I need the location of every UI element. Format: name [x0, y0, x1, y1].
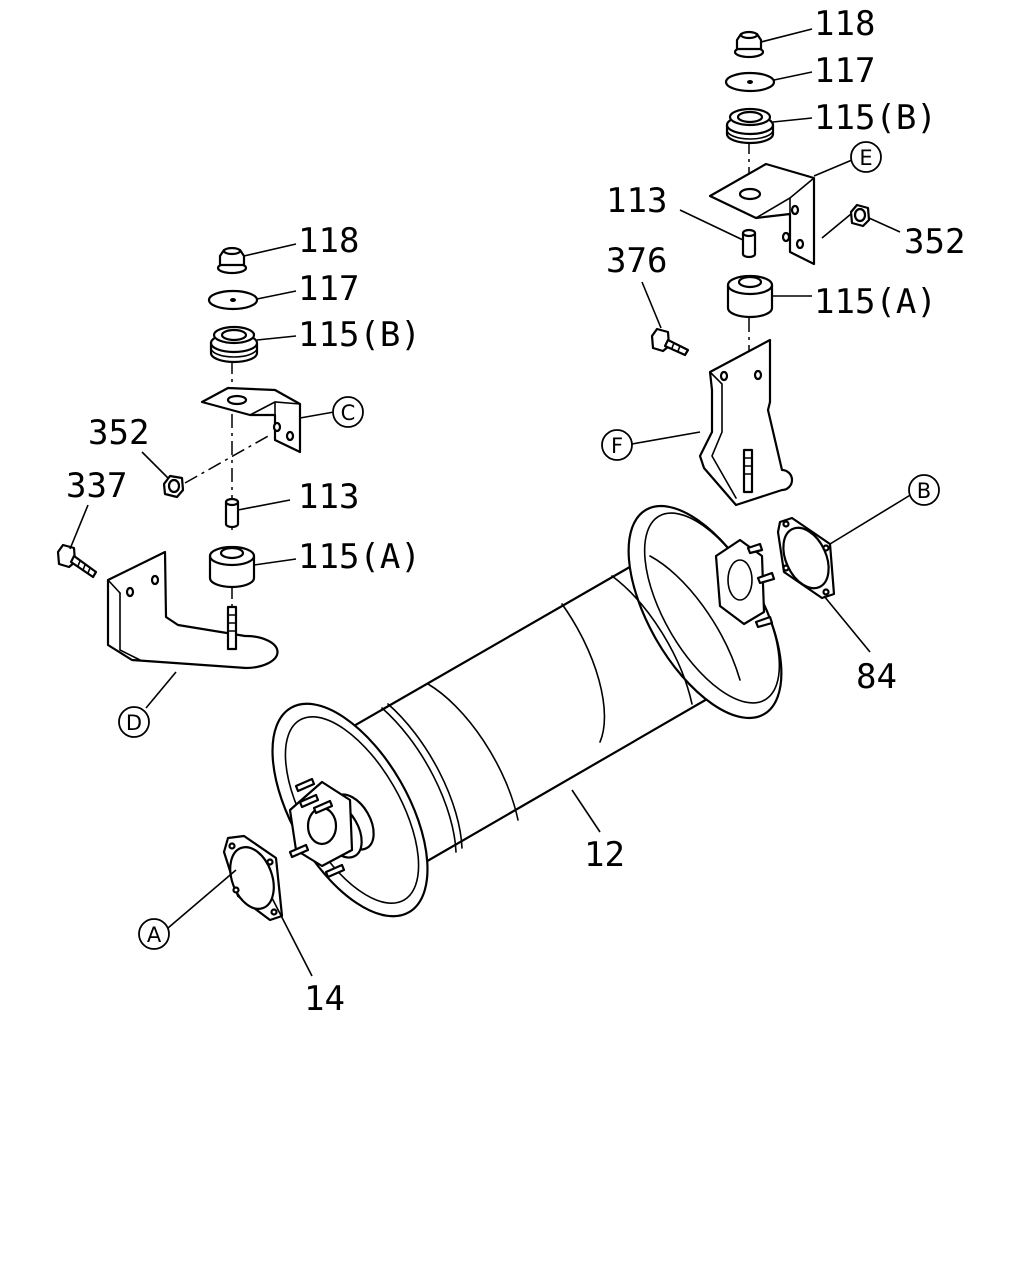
- right-lower-bracket-f: [698, 338, 794, 507]
- label-left-118: 118: [298, 221, 359, 261]
- right-mount-labels: 118 117 115(B) E 352 113 376 115(A) F: [601, 4, 965, 461]
- label-right-115a: 115(A): [814, 282, 937, 322]
- left-bolt-337: [56, 543, 98, 579]
- label-right-352: 352: [904, 222, 965, 262]
- label-right-376: 376: [606, 241, 667, 281]
- label-left-352: 352: [88, 413, 149, 453]
- left-flange-nut-118: [216, 246, 248, 275]
- ref-c: C: [341, 401, 356, 425]
- left-lower-rubber-115A: [208, 545, 256, 589]
- ref-f: F: [611, 434, 623, 458]
- ref-e: E: [859, 146, 872, 170]
- muffler-labels: 12 14 A B 84: [138, 474, 940, 1019]
- left-collar-113: [224, 497, 240, 529]
- ref-b: B: [917, 479, 931, 503]
- right-collar-113: [741, 228, 757, 259]
- left-mount-assembly: [56, 246, 302, 670]
- right-upper-bracket-e: [708, 162, 816, 266]
- outlet-gasket-84: [776, 516, 836, 600]
- inlet-gasket-14: [222, 834, 284, 922]
- left-washer-117: [207, 289, 259, 311]
- label-14: 14: [304, 979, 345, 1019]
- outlet-studs: [746, 542, 776, 629]
- label-left-117: 117: [298, 269, 359, 309]
- left-upper-rubber-115B: [209, 325, 259, 364]
- label-84: 84: [856, 657, 897, 697]
- label-left-115a: 115(A): [298, 537, 421, 577]
- label-12: 12: [584, 835, 625, 875]
- ref-d: D: [126, 711, 142, 735]
- right-mount-assembly: [650, 30, 871, 507]
- label-right-117: 117: [814, 51, 875, 91]
- label-left-115b: 115(B): [298, 315, 421, 355]
- label-left-113: 113: [298, 477, 359, 517]
- right-bolt-376: [650, 327, 690, 357]
- ref-a: A: [147, 923, 162, 947]
- label-right-113: 113: [606, 181, 667, 221]
- right-upper-rubber-115B: [725, 107, 775, 145]
- left-mount-labels: 118 117 115(B) C 352 113 337 115(A) D: [66, 221, 421, 738]
- inlet-studs: [288, 777, 346, 879]
- right-flange-nut-118: [733, 30, 765, 59]
- muffler-body-12: [271, 504, 783, 918]
- label-right-118: 118: [814, 4, 875, 44]
- label-left-337: 337: [66, 466, 127, 506]
- left-lower-bracket-d: [106, 550, 279, 670]
- label-right-115b: 115(B): [814, 98, 937, 138]
- right-lower-rubber-115A: [726, 274, 774, 319]
- left-upper-bracket-c: [200, 386, 302, 454]
- right-washer-117: [724, 71, 776, 93]
- left-side-nut-352: [162, 434, 271, 499]
- right-side-nut-352: [849, 203, 871, 228]
